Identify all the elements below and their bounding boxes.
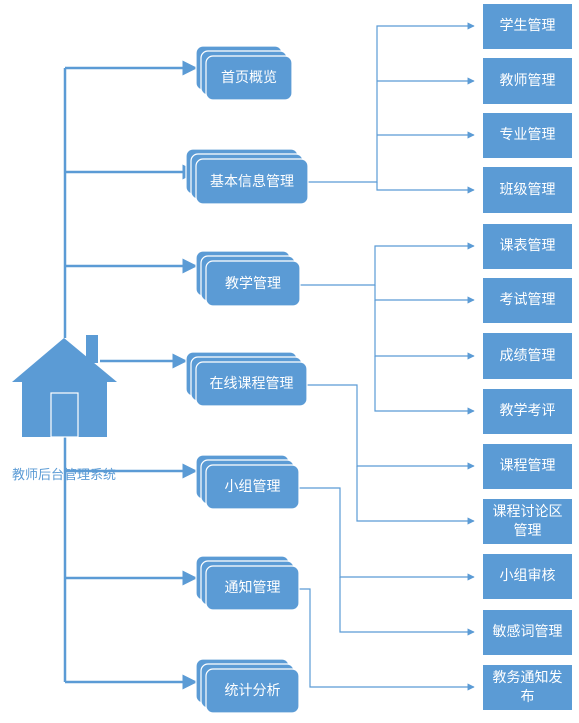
module-stack-notice bbox=[195, 555, 300, 611]
connector-exam bbox=[374, 285, 475, 304]
module-stack-stats bbox=[195, 658, 300, 714]
connector-sensitive bbox=[339, 577, 475, 636]
module-notice[interactable]: 通知管理 bbox=[224, 580, 281, 596]
leaf-evaluation[interactable]: 教学考评 bbox=[483, 389, 572, 434]
connector-forum bbox=[356, 466, 475, 525]
module-group[interactable]: 小组管理 bbox=[224, 479, 281, 495]
connector-class bbox=[376, 182, 475, 194]
leaf-exam[interactable]: 考试管理 bbox=[483, 278, 572, 323]
module-basic-info[interactable]: 基本信息管理 bbox=[210, 173, 294, 190]
module-stack-home bbox=[195, 45, 293, 101]
leaf-student[interactable]: 学生管理 bbox=[483, 4, 572, 49]
leaf-teacher[interactable]: 教师管理 bbox=[483, 58, 572, 104]
connector-evaluation bbox=[374, 356, 475, 415]
module-boxes bbox=[185, 45, 309, 714]
leaf-course[interactable]: 课程管理 bbox=[483, 444, 572, 489]
branch-connectors bbox=[299, 22, 475, 691]
leaf-schedule[interactable]: 课表管理 bbox=[483, 224, 572, 269]
leaf-grade[interactable]: 成绩管理 bbox=[483, 333, 572, 379]
connector-course bbox=[307, 384, 475, 470]
module-home[interactable]: 首页概览 bbox=[221, 70, 277, 86]
house-icon bbox=[12, 335, 117, 438]
connector-notice-publish bbox=[299, 588, 475, 691]
connector-grade bbox=[374, 300, 475, 360]
leaf-sensitive-words[interactable]: 敏感词管理 bbox=[483, 610, 572, 655]
leaf-forum[interactable]: 课程讨论区管理 bbox=[483, 499, 572, 544]
module-stack-teaching bbox=[195, 250, 301, 307]
leaf-notice-publish[interactable]: 教务通知发布 bbox=[483, 665, 572, 710]
connector-group-review bbox=[299, 487, 475, 581]
trunk-connectors bbox=[63, 60, 198, 690]
module-stack-basic-info bbox=[185, 148, 309, 205]
module-stack-group bbox=[195, 454, 300, 510]
module-stack-online-course bbox=[185, 351, 308, 407]
leaf-group-review[interactable]: 小组审核 bbox=[483, 554, 572, 599]
module-teaching[interactable]: 教学管理 bbox=[225, 275, 281, 292]
connector-student bbox=[308, 22, 475, 183]
leaf-class[interactable]: 班级管理 bbox=[483, 167, 572, 213]
leaf-major[interactable]: 专业管理 bbox=[483, 113, 572, 158]
connector-schedule bbox=[300, 242, 475, 286]
module-online-course[interactable]: 在线课程管理 bbox=[209, 376, 294, 392]
root-label: 教师后台管理系统 bbox=[11, 468, 116, 483]
module-stats[interactable]: 统计分析 bbox=[224, 683, 281, 699]
